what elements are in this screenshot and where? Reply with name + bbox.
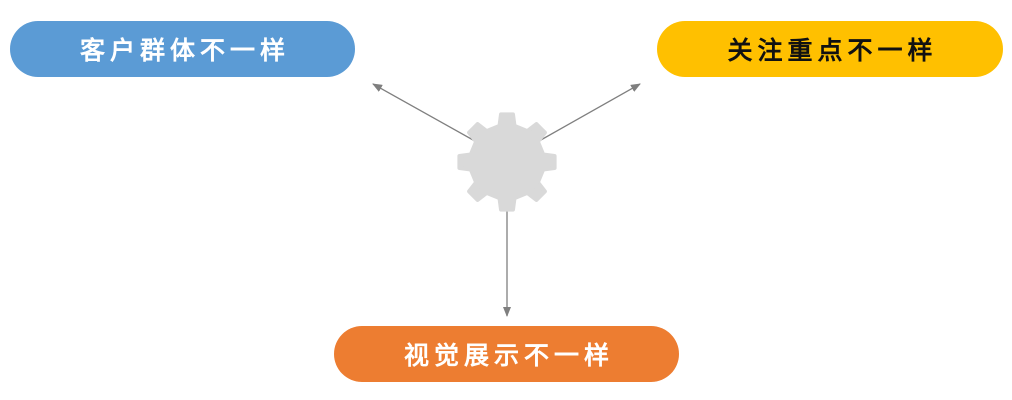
node-customer-group: 客户群体不一样 bbox=[10, 21, 355, 77]
node-focus-point: 关注重点不一样 bbox=[657, 21, 1003, 77]
gear-icon bbox=[457, 112, 557, 212]
arrow-to-left bbox=[372, 83, 483, 146]
gear-core bbox=[469, 124, 545, 200]
arrow-to-right bbox=[531, 83, 641, 146]
node-visual-display: 视觉展示不一样 bbox=[334, 326, 679, 382]
